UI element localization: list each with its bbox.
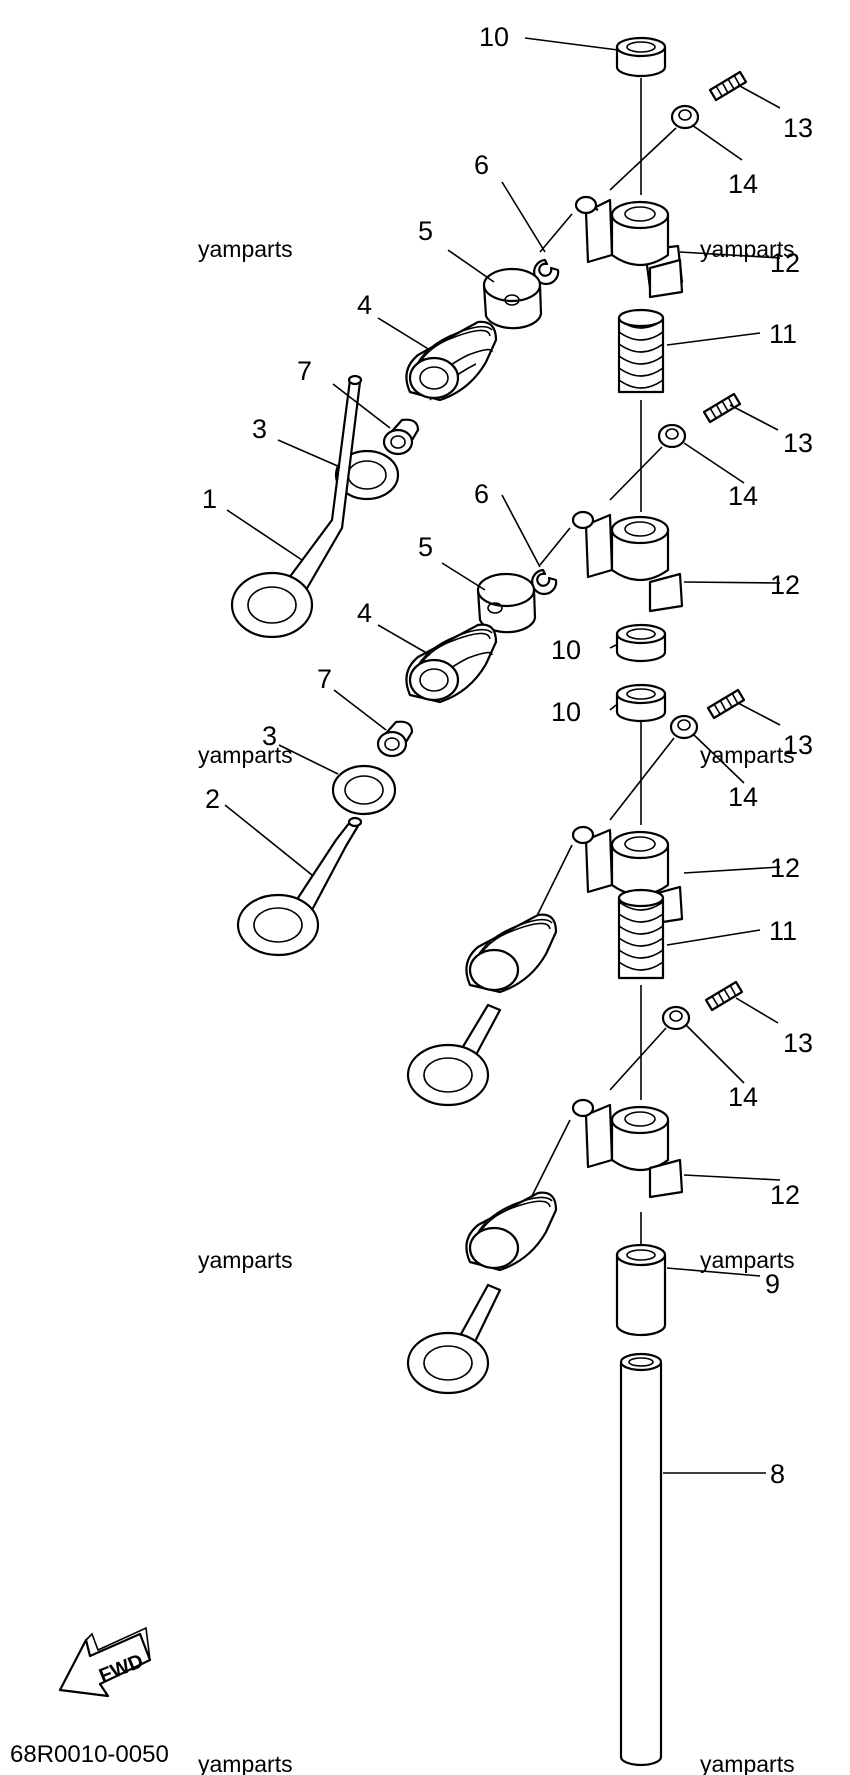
part-5-retainer — [476, 572, 537, 634]
part-13-spring-pin — [706, 688, 746, 720]
assembled-valve-spring — [406, 1191, 558, 1395]
callout-4: 4 — [357, 290, 372, 320]
watermark: yamparts — [198, 1751, 293, 1775]
diagram-code: 68R0010-0050 — [10, 1741, 169, 1768]
callout-14: 14 — [728, 169, 758, 199]
callout-3: 3 — [262, 721, 277, 751]
part-13-spring-pin — [708, 70, 748, 102]
part-14-nut — [670, 104, 700, 130]
callout-13: 13 — [783, 730, 813, 760]
callout-11: 11 — [769, 916, 797, 946]
callout-13: 13 — [783, 1028, 813, 1058]
callout-1: 1 — [202, 484, 217, 514]
callout-14: 14 — [728, 1082, 758, 1112]
watermark: yamparts — [198, 1247, 293, 1273]
callout-6: 6 — [474, 150, 489, 180]
part-13-spring-pin — [702, 392, 742, 424]
part-10-washer — [615, 36, 667, 78]
assembled-valve-spring — [406, 913, 558, 1107]
watermark: yamparts — [700, 742, 795, 768]
part-6-collet — [533, 258, 560, 286]
callout-10: 10 — [551, 697, 581, 727]
callout-10: 10 — [479, 22, 509, 52]
callout-11: 11 — [769, 319, 797, 349]
part-9-sleeve — [615, 1243, 667, 1337]
part-6-collet — [531, 568, 558, 596]
watermark: yamparts — [700, 1247, 795, 1273]
part-12-rocker-arm — [574, 195, 684, 299]
callout-14: 14 — [728, 782, 758, 812]
watermark: yamparts — [700, 236, 795, 262]
callout-14: 14 — [728, 481, 758, 511]
callout-8: 8 — [770, 1459, 785, 1489]
callout-9: 9 — [765, 1269, 780, 1299]
part-4-valve-spring — [405, 623, 498, 704]
part-2-exhaust-valve — [236, 816, 363, 957]
callout-12: 12 — [770, 1180, 800, 1210]
callout-13: 13 — [783, 428, 813, 458]
callout-5: 5 — [418, 216, 433, 246]
callout-7: 7 — [317, 664, 332, 694]
part-12-rocker-arm — [571, 1098, 684, 1199]
callout-10: 10 — [551, 635, 581, 665]
part-5-retainer — [482, 267, 543, 330]
callout-7: 7 — [297, 356, 312, 386]
watermark: yamparts — [700, 1751, 795, 1775]
part-10-washer — [615, 623, 667, 663]
callout-12: 12 — [770, 853, 800, 883]
callout-2: 2 — [205, 784, 220, 814]
part-13-spring-pin — [704, 980, 744, 1012]
part-3-washer — [331, 764, 397, 816]
callout-12: 12 — [770, 248, 800, 278]
part-14-nut — [669, 714, 699, 740]
watermark: yamparts — [198, 236, 293, 262]
part-14-nut — [657, 423, 687, 449]
part-10-washer — [615, 683, 667, 723]
fwd-arrow-icon: FWD — [58, 1626, 152, 1698]
callout-12: 12 — [770, 570, 800, 600]
part-11-spring — [617, 888, 665, 980]
watermark: yamparts — [198, 742, 293, 768]
part-14-nut — [661, 1005, 691, 1031]
callout-3: 3 — [252, 414, 267, 444]
callout-4: 4 — [357, 598, 372, 628]
part-7-stem-seal — [382, 418, 420, 456]
part-4-valve-spring — [405, 320, 498, 402]
callout-13: 13 — [783, 113, 813, 143]
callout-6: 6 — [474, 479, 489, 509]
part-12-rocker-arm — [571, 510, 684, 613]
part-8-rocker-shaft — [619, 1352, 663, 1767]
part-11-spring — [617, 308, 665, 394]
part-7-stem-seal — [376, 720, 414, 758]
callout-5: 5 — [418, 532, 433, 562]
part-1-intake-valve — [230, 374, 363, 639]
